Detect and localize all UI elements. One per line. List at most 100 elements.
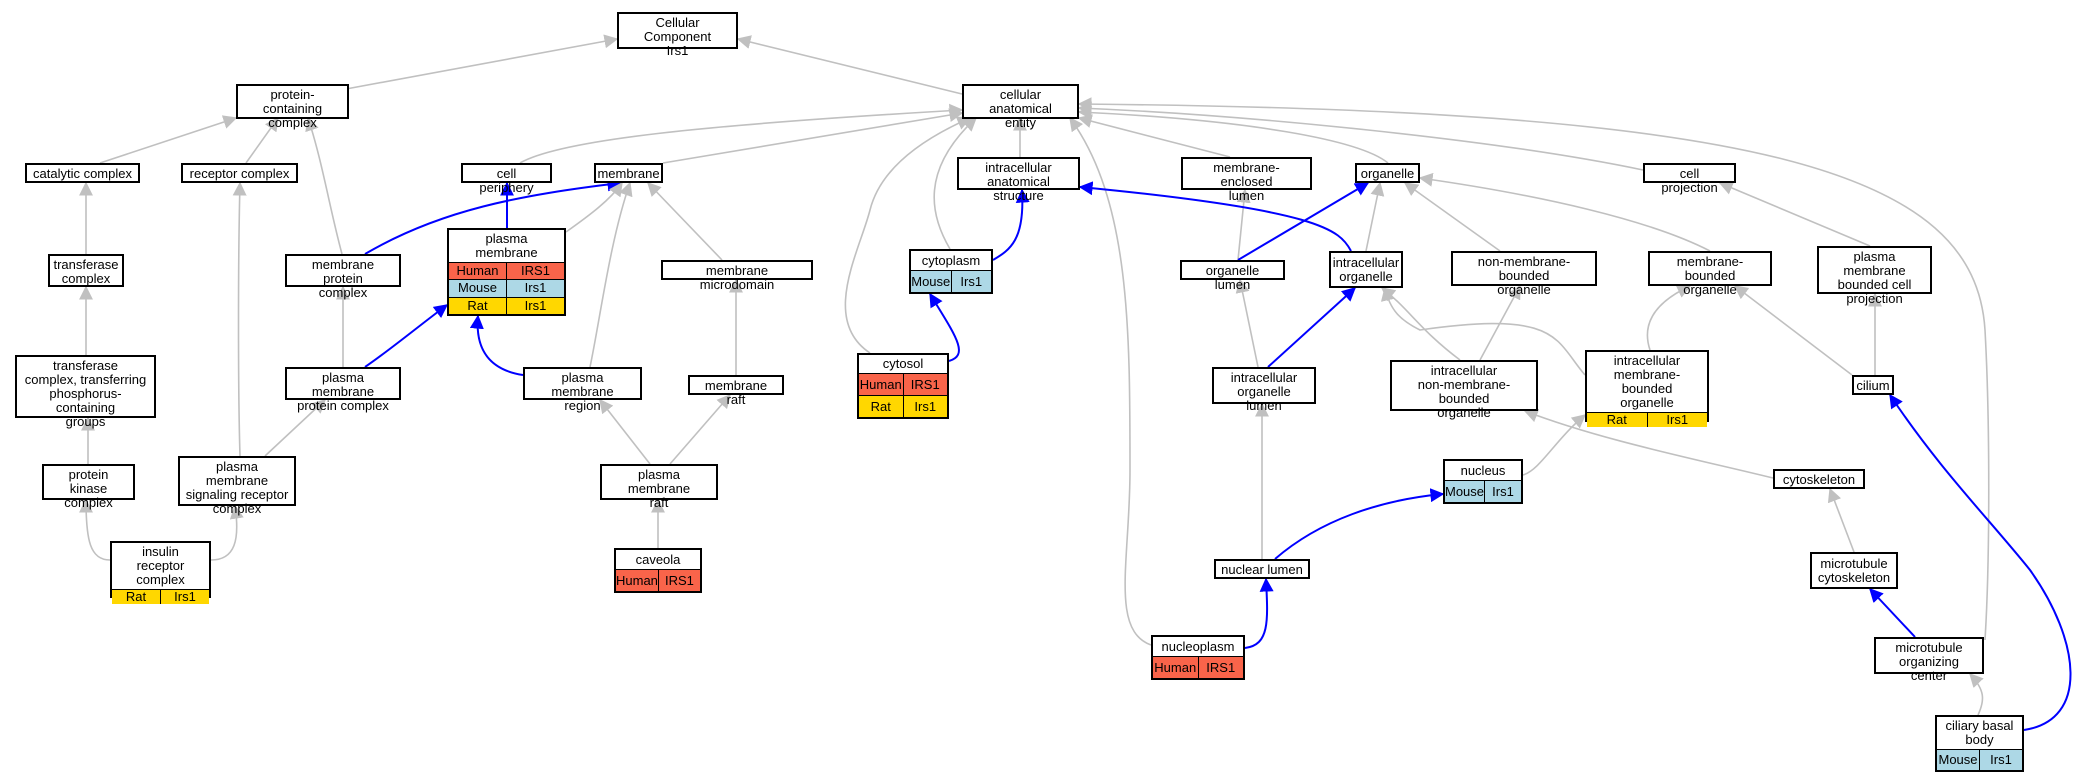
node-nlumen[interactable]: nuclear lumen [1214, 559, 1310, 579]
node-pmsrc[interactable]: plasma membrane signaling receptor compl… [178, 456, 296, 516]
species-cell: Rat [859, 396, 903, 417]
node-label: cilium [1856, 378, 1890, 393]
edge-cae-to-root [736, 35, 963, 95]
node-pmpc[interactable]: plasma membrane protein complex [285, 367, 401, 413]
node-label: protein kinase complex [64, 467, 113, 510]
node-pmbcp[interactable]: plasma membrane bounded cell projection [1817, 246, 1932, 306]
edge-cbb-to-mtoc [1969, 672, 1984, 716]
edge-nucp-to-cae [1069, 116, 1152, 646]
node-cilium[interactable]: cilium [1852, 375, 1894, 395]
node-io[interactable]: intracellular organelle [1329, 251, 1403, 288]
edge-pcc-to-root [345, 34, 619, 90]
node-trans[interactable]: transferase complex [48, 254, 124, 287]
species-cell: Human [449, 263, 506, 280]
edge-mel-to-cae [1077, 114, 1231, 158]
edge-cytosol-to-cae [844, 116, 972, 354]
node-orgl[interactable]: organelle lumen [1180, 260, 1285, 292]
node-label: microtubule organizing center [1895, 640, 1963, 683]
node-ias[interactable]: intracellular anatomical structure [957, 157, 1080, 203]
node-label: caveola [635, 551, 681, 567]
node-label: insulin receptor complex [136, 544, 185, 587]
node-label: Cellular Component Irs1 [643, 15, 712, 58]
gene-cell: Irs1 [506, 280, 564, 297]
node-label: plasma membrane bounded cell projection [1837, 249, 1912, 306]
edge-imbo-to-io [1380, 286, 1586, 376]
node-label: non-membrane-bounded organelle [1477, 254, 1571, 297]
node-pkc[interactable]: protein kinase complex [42, 464, 135, 510]
node-pmr[interactable]: plasma membrane region [523, 367, 642, 413]
node-label: plasma membrane signaling receptor compl… [185, 459, 289, 516]
node-pmraft[interactable]: plasma membrane raft [600, 464, 718, 510]
node-inmbo[interactable]: intracellular non-membrane-bounded organ… [1390, 360, 1538, 420]
node-catc[interactable]: catalytic complex [25, 163, 140, 183]
node-cytosk[interactable]: cytoskeleton [1773, 469, 1865, 489]
node-label: plasma membrane raft [627, 467, 691, 510]
edge-iol-to-orgl [1235, 278, 1259, 368]
edge-pmsrc-to-recc [232, 181, 247, 457]
edge-cytosk-to-inmbo [1523, 409, 1774, 479]
species-cell: Mouse [911, 271, 951, 292]
gene-cell: Irs1 [1484, 481, 1521, 502]
node-mtcs[interactable]: microtubule cytoskeleton [1810, 552, 1898, 589]
species-cell: Human [1153, 657, 1198, 678]
edge-cyto-to-cae [933, 117, 978, 250]
node-label: nucleoplasm [1161, 638, 1235, 654]
node-label: receptor complex [189, 166, 290, 181]
node-mtoc[interactable]: microtubule organizing center [1874, 637, 1984, 683]
edge-cilium-to-mbo [1733, 285, 1853, 376]
node-tcpg[interactable]: transferase complex, transferring phosph… [15, 355, 156, 429]
species-cell: Rat [449, 297, 506, 314]
node-org[interactable]: organelle [1355, 163, 1420, 183]
edge-pmbcp-to-cproj [1718, 181, 1871, 247]
node-label: transferase complex [53, 257, 119, 286]
species-cell: Mouse [1937, 750, 1979, 770]
edge-irc-to-pmsrc [210, 504, 244, 561]
node-label: plasma membrane [475, 231, 538, 260]
node-label: cytoskeleton [1782, 472, 1856, 487]
node-nmbo[interactable]: non-membrane-bounded organelle [1451, 251, 1597, 297]
node-label: nuclear lumen [1221, 562, 1303, 577]
node-label: cytoplasm [921, 252, 981, 268]
edge-catc-to-pcc [99, 115, 238, 164]
node-mpc[interactable]: membrane protein complex [285, 254, 401, 300]
edge-org-to-cae [1077, 105, 1389, 164]
node-iol[interactable]: intracellular organelle lumen [1212, 367, 1316, 413]
edge-mpc-to-memb [364, 177, 622, 255]
node-label: membrane-bounded organelle [1676, 254, 1744, 297]
gene-cell: Irs1 [160, 590, 209, 604]
node-pcc[interactable]: protein-containing complex [236, 84, 349, 130]
node-mbo[interactable]: membrane-bounded organelle [1648, 251, 1772, 297]
node-label: nucleus [1460, 462, 1506, 478]
gene-cell: IRS1 [902, 374, 947, 395]
node-mraft[interactable]: membrane raft [688, 375, 784, 407]
node-label: organelle [1360, 166, 1415, 181]
node-label: plasma membrane protein complex [297, 370, 389, 413]
node-cae[interactable]: cellular anatomical entity [962, 84, 1079, 130]
node-label: membrane-enclosed lumen [1213, 160, 1280, 203]
node-cper[interactable]: cell periphery [461, 163, 552, 195]
node-memb[interactable]: membrane [594, 163, 663, 183]
gene-cell: Irs1 [950, 271, 991, 292]
species-cell: Mouse [449, 280, 506, 297]
node-imbo[interactable]: intracellular membrane-bounded organelle… [1585, 350, 1709, 427]
node-label: membrane protein complex [311, 257, 375, 300]
node-root[interactable]: Cellular Component Irs1 [617, 12, 738, 58]
node-mmd[interactable]: membrane microdomain [661, 260, 813, 292]
node-mel[interactable]: membrane-enclosed lumen [1181, 157, 1312, 203]
node-recc[interactable]: receptor complex [181, 163, 298, 183]
node-cproj[interactable]: cell projection [1643, 163, 1736, 195]
gene-cell: IRS1 [1197, 657, 1243, 678]
